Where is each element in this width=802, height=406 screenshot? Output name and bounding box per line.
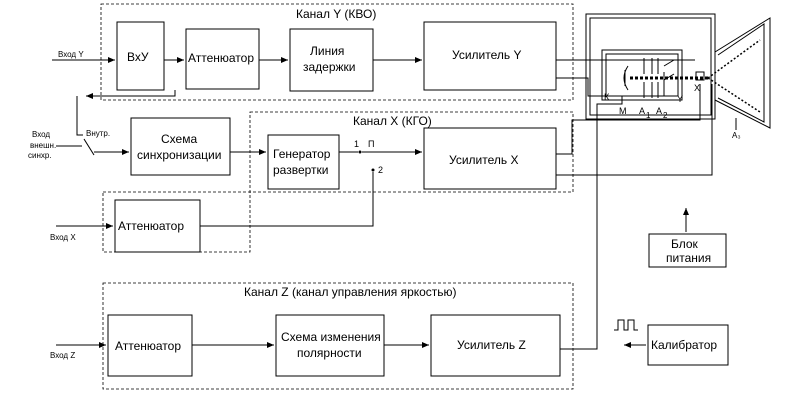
sweep-gen-block: Генератор развертки (267, 134, 340, 190)
channel-y-title: Канал Y (КВО) (296, 7, 376, 21)
ext-sync-label-2: внешн. (30, 141, 56, 150)
svg-text:синхронизации: синхронизации (137, 148, 221, 162)
channel-z-frame (102, 282, 574, 390)
crt-a3-label: А₃ (732, 131, 741, 140)
sync-switch-blade (83, 138, 95, 156)
internal-sync-arrow (86, 93, 93, 99)
crt-a2-sub: 2 (663, 111, 668, 120)
polarity-block: Схема изменения полярности (275, 314, 385, 377)
attenuator-x-block: Аттенюатор (114, 199, 201, 253)
amp-x-out-2 (556, 84, 713, 176)
calibrator-block: Калибратор (647, 324, 729, 366)
internal-label: Внутр. (86, 129, 110, 138)
crt-a2-label: А (656, 106, 662, 116)
in-z-label: Вход Z (50, 351, 75, 360)
svg-text:ВхУ: ВхУ (127, 50, 149, 64)
switch-label: П (368, 139, 374, 149)
channel-z-title: Канал Z (канал управления яркостью) (244, 285, 457, 299)
svg-text:Усилитель Y: Усилитель Y (452, 48, 521, 62)
svg-text:Схема изменения: Схема изменения (281, 330, 381, 344)
crt-x-label: X (694, 83, 700, 93)
channel-x-title: Канал X (КГО) (353, 114, 432, 128)
svg-text:Аттенюатор: Аттенюатор (188, 51, 254, 65)
svg-text:Генератор: Генератор (273, 147, 331, 161)
svg-text:Аттенюатор: Аттенюатор (118, 219, 184, 233)
switch-contact-1 (358, 150, 362, 154)
in-y-label: Вход Y (58, 50, 84, 59)
sync-block: Схема синхронизации (130, 117, 231, 176)
svg-text:Калибратор: Калибратор (651, 338, 717, 352)
amp-x-out-1 (556, 84, 701, 155)
crt-y-label: Y (677, 94, 683, 104)
amp-y-block: Усилитель Y (423, 21, 557, 91)
ext-sync-label-3: синхр. (28, 151, 52, 160)
att-x-to-switch-line (200, 172, 374, 227)
switch-pos1: 1 (354, 139, 359, 149)
crt-m-label: М (619, 106, 627, 116)
ext-sync-label-1: Вход (32, 130, 50, 139)
amp-z-block: Усилитель Z (430, 314, 561, 377)
power-block: Блок питания (648, 233, 727, 268)
internal-sync-down (76, 96, 83, 136)
svg-text:развертки: развертки (273, 163, 329, 177)
svg-text:Усилитель Х: Усилитель Х (449, 153, 518, 167)
switch-contact-2 (371, 168, 375, 172)
amp-y-y-plate-line (556, 72, 665, 97)
switch-pos2: 2 (378, 165, 383, 175)
internal-sync-line (86, 90, 176, 97)
in-x-label: Вход Х (50, 233, 76, 242)
svg-text:Усилитель Z: Усилитель Z (457, 338, 526, 352)
vhu-block: ВхУ (116, 21, 165, 91)
svg-text:Схема: Схема (161, 132, 197, 146)
crt-a1-label: А (639, 106, 645, 116)
svg-text:Линия: Линия (310, 44, 344, 58)
svg-text:питания: питания (666, 251, 711, 265)
amp-z-to-modulator-line (560, 96, 623, 350)
attenuator-z-block: Аттенюатор (107, 314, 193, 377)
svg-text:Блок: Блок (671, 237, 699, 251)
crt-tube (585, 13, 771, 129)
svg-text:полярности: полярности (297, 346, 362, 360)
attenuator-y-block: Аттенюатор (185, 28, 260, 90)
calibrator-waveform-icon (614, 319, 638, 331)
amp-x-block: Усилитель Х (423, 127, 557, 190)
svg-text:задержки: задержки (303, 60, 356, 74)
delay-line-block: Линия задержки (289, 28, 374, 92)
crt-a1-sub: 1 (646, 111, 651, 120)
channel-y-frame (100, 3, 574, 101)
crt-k-label: К (604, 92, 610, 102)
svg-text:Аттенюатор: Аттенюатор (115, 339, 181, 353)
